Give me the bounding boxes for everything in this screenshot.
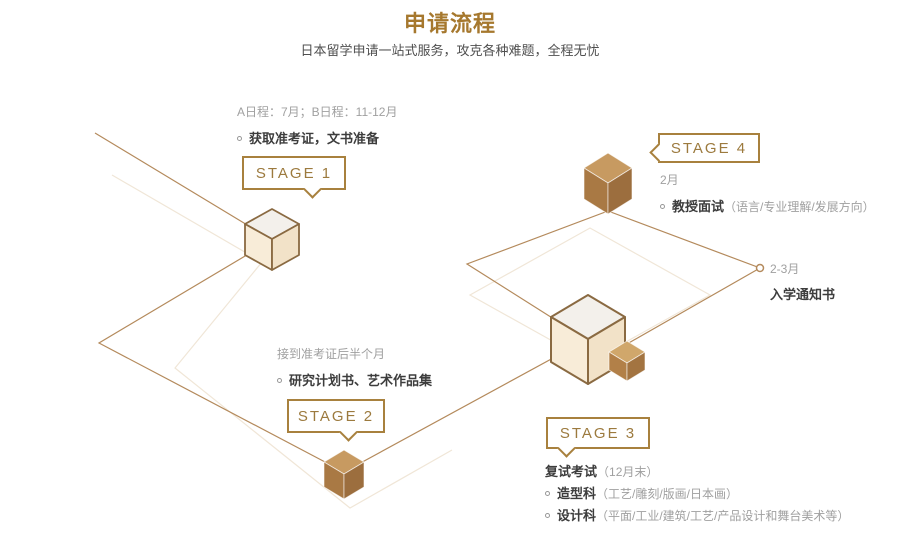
stage-4-task-row: 教授面试（语言/专业理解/发展方向） <box>660 196 875 216</box>
stage-2-badge: STAGE 2 <box>287 399 385 442</box>
stage-3-item-2-note: （平面/工业/建筑/工艺/产品设计和舞台美术等） <box>596 509 850 523</box>
stage-3-item-2-row: 设计科（平面/工业/建筑/工艺/产品设计和舞台美术等） <box>545 505 849 527</box>
stage-3-small-cube <box>608 340 646 382</box>
result-date: 2-3月 <box>770 262 800 276</box>
stage-4-task-note: （语言/专业理解/发展方向） <box>724 200 875 214</box>
stage-2-info: 接到准考证后半个月 研究计划书、艺术作品集 <box>277 345 432 390</box>
stage-1-task-row: 获取准考证，文书准备 <box>237 128 397 148</box>
timeline-end-marker <box>755 263 765 273</box>
stage-4-label: STAGE 4 <box>670 139 748 157</box>
stage-3-cube <box>550 294 626 385</box>
stage-2-date: 接到准考证后半个月 <box>277 347 386 361</box>
stage-3-item-1-note: （工艺/雕刻/版画/日本画） <box>596 487 739 501</box>
stage-3-label: STAGE 3 <box>559 424 637 442</box>
page-title: 申请流程 <box>403 11 496 36</box>
page-subtitle: 日本留学申请一站式服务，攻克各种难题，全程无忧 <box>300 43 600 58</box>
stage-3-item-1-row: 造型科（工艺/雕刻/版画/日本画） <box>545 483 849 505</box>
stage-2-cube <box>323 449 365 500</box>
circle-bullet-icon <box>660 204 665 209</box>
result-label: 入学通知书 <box>770 287 836 302</box>
stage-3-item-1: 造型科 <box>557 486 597 501</box>
stage-3-heading-note: （12月末） <box>597 465 659 479</box>
stage-1-task: 获取准考证，文书准备 <box>249 131 380 146</box>
stage-3-badge: STAGE 3 <box>546 417 650 458</box>
circle-bullet-icon <box>277 378 282 383</box>
circle-bullet-icon <box>237 136 242 141</box>
stage-4-cube <box>583 152 633 215</box>
stage-1-date: A日程：7月；B日程：11-12月 <box>237 105 398 119</box>
circle-bullet-icon <box>545 513 550 518</box>
stage-3-heading-row: 复试考试（12月末） <box>545 461 849 483</box>
stage-4-date: 2月 <box>660 173 679 187</box>
circle-bullet-icon <box>545 491 550 496</box>
stage-3-heading: 复试考试 <box>545 464 598 479</box>
stage-2-task: 研究计划书、艺术作品集 <box>289 373 433 388</box>
stage-1-cube <box>244 208 300 271</box>
stage-4-task: 教授面试 <box>672 199 725 214</box>
stage-4-badge: STAGE 4 <box>649 133 760 163</box>
stage-1-label: STAGE 1 <box>255 164 333 182</box>
stage-4-info: 2月 教授面试（语言/专业理解/发展方向） <box>660 171 875 216</box>
stage-1-info: A日程：7月；B日程：11-12月 获取准考证，文书准备 <box>237 103 397 148</box>
stage-3-item-2: 设计科 <box>557 508 597 523</box>
stage-1-badge: STAGE 1 <box>242 156 346 199</box>
result-info: 2-3月 入学通知书 <box>770 260 835 303</box>
stage-3-info: 复试考试（12月末） 造型科（工艺/雕刻/版画/日本画） 设计科（平面/工业/建… <box>545 461 849 527</box>
stage-2-label: STAGE 2 <box>297 407 375 425</box>
stage-2-task-row: 研究计划书、艺术作品集 <box>277 370 432 390</box>
